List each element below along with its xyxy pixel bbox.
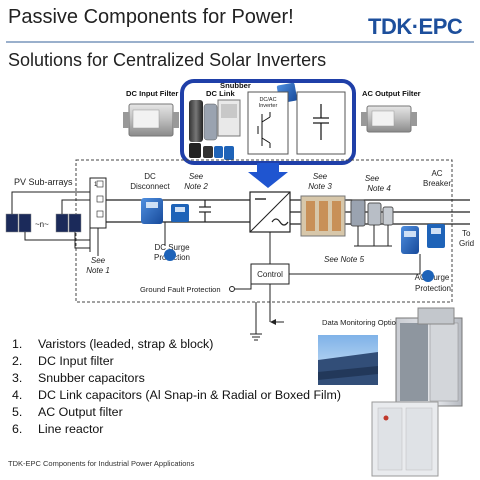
ground-fault-node — [229, 286, 235, 292]
ac-surge-varistor — [422, 270, 434, 282]
list-text: AC Output filter — [38, 405, 123, 419]
ground-fault-label: Ground Fault Protection — [140, 285, 221, 294]
ac-breaker-component — [427, 224, 445, 248]
pv-array-left — [5, 213, 32, 233]
list-item: 3. Snubber capacitors — [12, 370, 341, 387]
list-text: Varistors (leaded, strap & block) — [38, 337, 214, 351]
component-list: 1. Varistors (leaded, strap & block) 2. DC… — [12, 336, 341, 438]
n-label: ~n~ — [35, 220, 49, 229]
focus-arrow — [248, 163, 288, 188]
list-text: Line reactor — [38, 422, 104, 436]
dc-input-filter-label: DC Input Filter — [126, 89, 178, 98]
slide-title: Passive Components for Power! — [8, 6, 294, 28]
list-number: 2. — [12, 354, 23, 368]
to-grid-b: Grid — [459, 239, 474, 248]
snubber-photo — [217, 82, 298, 137]
list-number: 3. — [12, 371, 23, 385]
list-number: 4. — [12, 388, 23, 402]
title-rule — [6, 41, 474, 43]
ac-output-filter-label: AC Output Filter — [362, 89, 421, 98]
see-note-1-a: See — [91, 256, 106, 265]
control-label: Control — [257, 270, 283, 279]
dc-disconnect-b: Disconnect — [130, 182, 170, 191]
list-number: 5. — [12, 405, 23, 419]
ac-symbol — [271, 218, 289, 226]
list-text: DC Link capacitors (Al Snap-in & Radial … — [38, 388, 341, 402]
dc-input-filter-photo — [123, 103, 179, 137]
snubber-label: Snubber — [220, 81, 251, 90]
ac-output-filter-photo — [361, 105, 417, 133]
dc-surge-varistor — [164, 249, 176, 261]
ac-cap-legs — [354, 225, 392, 247]
see-note-2-a: See — [189, 172, 204, 181]
to-grid-a: To — [462, 229, 471, 238]
see-note-3-b: Note 3 — [308, 182, 332, 191]
tdk-epc-logo: TDK·EPC — [368, 14, 463, 39]
ground-fault-link — [235, 284, 252, 290]
svg-text:1: 1 — [94, 182, 98, 188]
ground-symbol — [250, 302, 262, 341]
ac-output-filter-component — [401, 226, 419, 254]
inverter-cabinet-photo-open — [395, 307, 463, 407]
dc-disconnect-a: DC — [144, 172, 156, 181]
ac-breaker-a: AC — [431, 169, 442, 178]
see-note-5-label: See Note 5 — [324, 255, 365, 264]
ac-surge-b: Protection — [415, 284, 451, 293]
list-text: DC Input filter — [38, 354, 114, 368]
list-item: 2. DC Input filter — [12, 353, 341, 370]
list-item: 1. Varistors (leaded, strap & block) — [12, 336, 341, 353]
pv-array-right — [55, 213, 82, 233]
see-note-4-a: See — [365, 174, 380, 183]
ac-breaker-b: Breaker — [423, 179, 451, 188]
dc-link-label: DC Link — [206, 89, 235, 98]
inverter-text: Inverter — [259, 103, 278, 109]
inverter-schematic-box — [247, 91, 289, 155]
list-item: 4. DC Link capacitors (Al Snap-in & Radia… — [12, 387, 341, 404]
ac-filter-capacitors — [350, 199, 394, 227]
combiner-fuses: 1 — [94, 180, 104, 218]
control-ac-link — [289, 254, 421, 275]
inverter-diagonal — [249, 191, 291, 233]
snubber-capacitor-symbol — [313, 104, 329, 140]
solar-field-photo — [318, 335, 378, 385]
see-note-1-b: Note 1 — [86, 266, 110, 275]
slide-subtitle: Solutions for Centralized Solar Inverter… — [8, 50, 327, 70]
list-item: 5. AC Output filter — [12, 404, 341, 421]
pv-subarrays-label: PV Sub-arrays — [14, 177, 73, 187]
see-note-3-a: See — [313, 172, 328, 181]
see-note-2-b: Note 2 — [184, 182, 208, 191]
line-reactor — [300, 195, 346, 237]
list-number: 6. — [12, 422, 23, 436]
see-note-4-b: Note 4 — [367, 184, 391, 193]
dc-link-capacitor-photo — [189, 100, 234, 160]
varistor-dc — [171, 204, 189, 222]
list-text: Snubber capacitors — [38, 371, 145, 385]
igbt-symbol — [257, 112, 271, 148]
dc-ac-text: DC/AC — [259, 97, 276, 103]
list-number: 1. — [12, 337, 23, 351]
data-monitoring-label: Data Monitoring Options: — [322, 318, 406, 327]
list-item: 6. Line reactor — [12, 421, 341, 438]
footer-text: TDK-EPC Components for Industrial Power … — [8, 459, 195, 468]
dc-filter-component — [141, 198, 163, 224]
dc-surge-a: DC Surge — [154, 243, 190, 252]
inverter-cabinet-photo-closed — [371, 401, 439, 477]
dc-link-cap-symbol — [199, 200, 211, 222]
monitoring-arrowhead — [270, 319, 276, 325]
